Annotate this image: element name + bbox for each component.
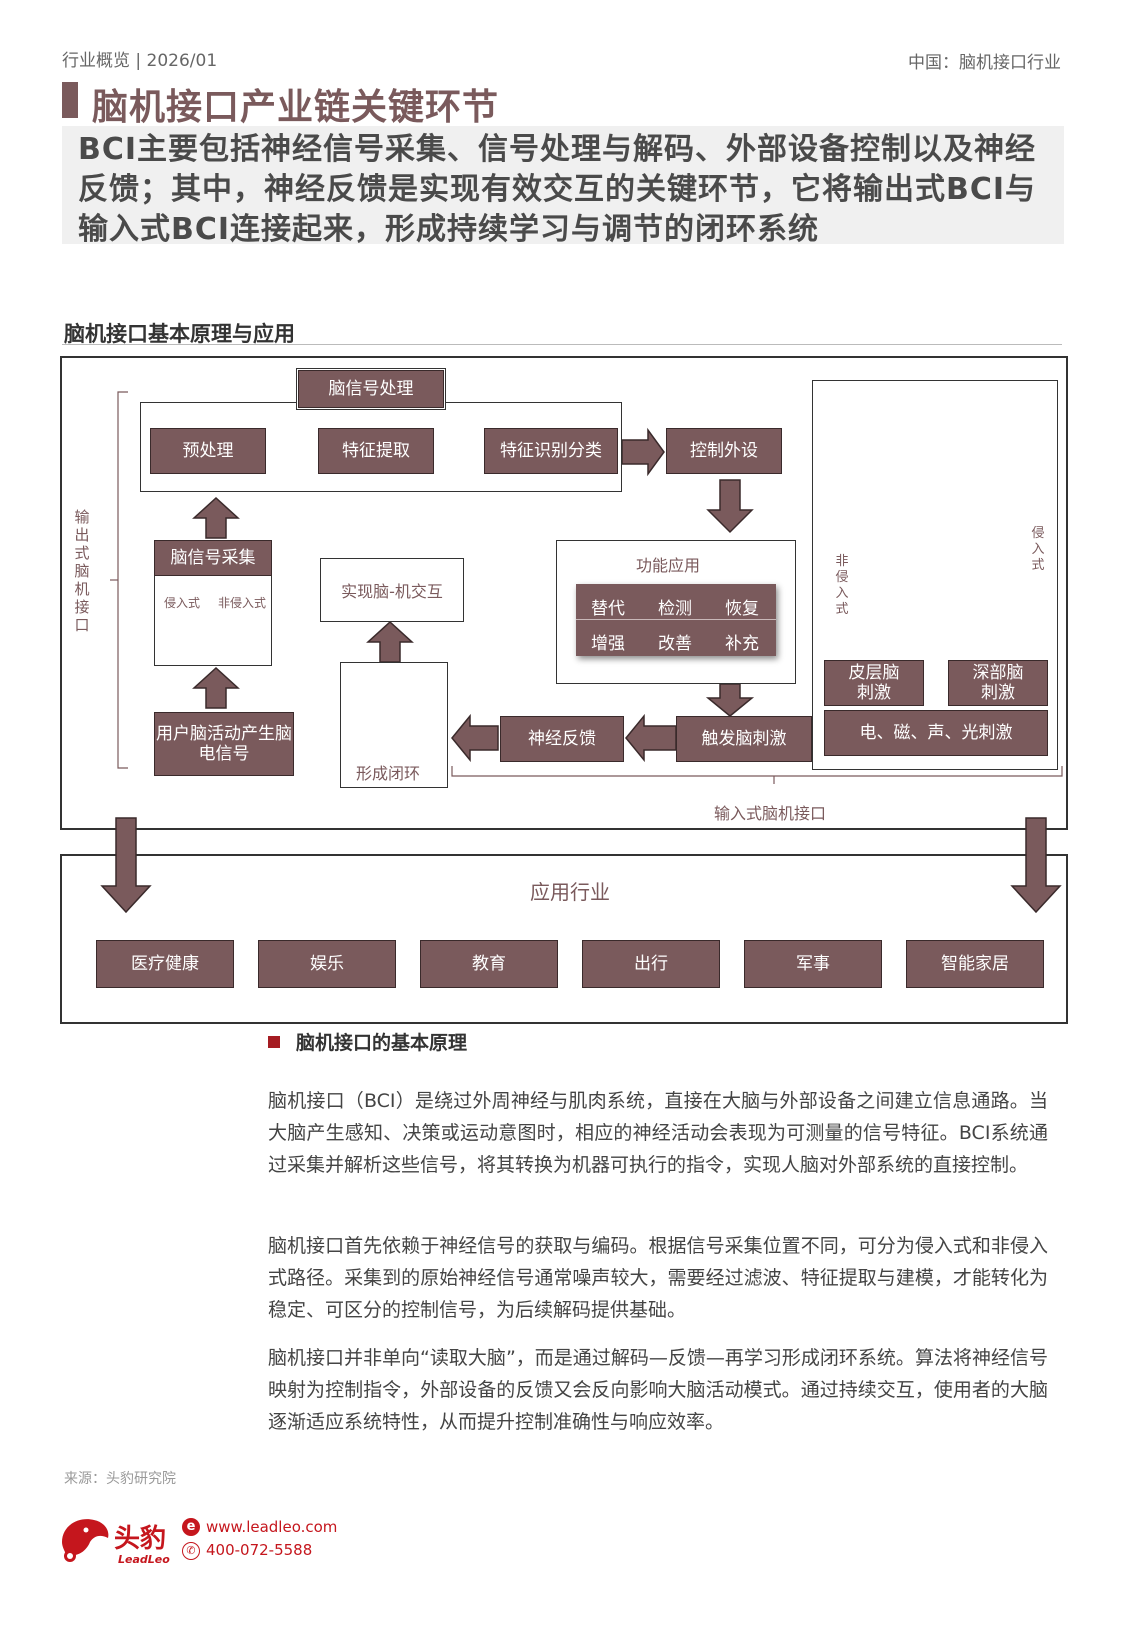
stim-tacs: tACS — [900, 452, 934, 468]
noninvasive-side-label: 非侵入式 — [835, 554, 849, 617]
closed-loop-frame — [340, 662, 448, 788]
leopard-logo-icon — [62, 1519, 109, 1562]
feature-classify-box: 特征识别分类 — [484, 428, 618, 474]
summary-box: BCI主要包括神经信号采集、信号处理与解码、外部设备控制以及神经反馈；其中，神经… — [62, 126, 1064, 247]
phone-number: 400-072-5588 — [206, 1541, 313, 1559]
phone-icon: ✆ — [182, 1542, 200, 1560]
invasive-side-label: 侵入式 — [1031, 526, 1045, 573]
web-icon: e — [182, 1518, 200, 1536]
stim-tdcs: tDCS — [976, 500, 1011, 516]
section-title: 脑机接口的基本原理 — [296, 1032, 468, 1054]
brand-name-en: LeadLeo — [118, 1553, 170, 1566]
industry-title: 应用行业 — [530, 880, 610, 904]
summary-text: BCI主要包括神经信号采集、信号处理与解码、外部设备控制以及神经反馈；其中，神经… — [78, 132, 1037, 247]
page-title: 脑机接口产业链关键环节 — [92, 87, 500, 128]
function-supplement: 补充 — [725, 634, 759, 654]
function-detect: 检测 — [658, 599, 692, 619]
control-device-box: 控制外设 — [666, 428, 782, 474]
invasive-label: 侵入式 — [164, 596, 201, 610]
feature-extract-box: 特征提取 — [318, 428, 434, 474]
function-improve: 改善 — [658, 634, 692, 654]
bci-principle-frame — [60, 356, 1068, 830]
paragraph-1: 脑机接口（BCI）是绕过外周神经与肌肉系统，直接在大脑与外部设备之间建立信息通路… — [268, 1090, 1048, 1176]
function-enhance: 增强 — [591, 634, 625, 654]
industry-education: 教育 — [420, 940, 558, 988]
noninvasive-label: 非侵入式 — [218, 596, 267, 610]
title-marker — [62, 82, 78, 118]
paragraph-2: 脑机接口首先依赖于神经信号的获取与编码。根据信号采集位置不同，可分为侵入式和非侵… — [268, 1235, 1048, 1321]
trigger-stim-box: 触发脑刺激 — [676, 716, 812, 762]
function-app-label: 功能应用 — [636, 556, 701, 575]
stim-methods-box: 电、磁、声、光刺激 — [824, 710, 1048, 756]
industry-travel: 出行 — [582, 940, 720, 988]
function-grid — [576, 584, 776, 656]
report-topic: 中国：脑机接口行业 — [908, 53, 1061, 73]
figure-title: 脑机接口基本原理与应用 — [64, 322, 295, 346]
industry-entertainment: 娱乐 — [258, 940, 396, 988]
output-bci-label: 输出式脑机接口 — [74, 508, 90, 634]
section-marker — [268, 1036, 280, 1048]
website-link[interactable]: www.leadleo.com — [206, 1518, 338, 1536]
neuro-feedback-box: 神经反馈 — [500, 716, 624, 762]
paragraph-3: 脑机接口并非单向“读取大脑”，而是通过解码—反馈—再学习形成闭环系统。算法将神经… — [268, 1347, 1048, 1433]
figure-divider — [62, 344, 1062, 345]
brand-name: 头豹 — [114, 1524, 167, 1554]
stim-tms: TMS — [924, 558, 954, 574]
source-note: 来源：头豹研究院 — [64, 1471, 176, 1487]
stim-tus: TUS — [872, 502, 900, 518]
user-activity-box: 用户脑活动产生脑电信号 — [154, 712, 294, 776]
closed-loop-label: 形成闭环 — [356, 764, 421, 783]
input-bci-label: 输入式脑机接口 — [714, 804, 827, 823]
report-meta: 行业概览 | 2026/01 — [62, 51, 218, 71]
interaction-box: 实现脑-机交互 — [320, 558, 464, 622]
cortical-stim-box: 皮层脑刺激 — [824, 660, 924, 706]
function-replace: 替代 — [591, 599, 625, 619]
industry-smart-home: 智能家居 — [906, 940, 1044, 988]
preprocess-box: 预处理 — [150, 428, 266, 474]
stim-dbs: DBS — [944, 454, 974, 470]
function-restore: 恢复 — [725, 599, 759, 619]
industry-military: 军事 — [744, 940, 882, 988]
industry-frame — [60, 854, 1068, 1024]
industry-healthcare: 医疗健康 — [96, 940, 234, 988]
signal-collect-label: 脑信号采集 — [154, 540, 272, 576]
signal-processing-label: 脑信号处理 — [298, 370, 444, 408]
deep-brain-stim-box: 深部脑刺激 — [948, 660, 1048, 706]
